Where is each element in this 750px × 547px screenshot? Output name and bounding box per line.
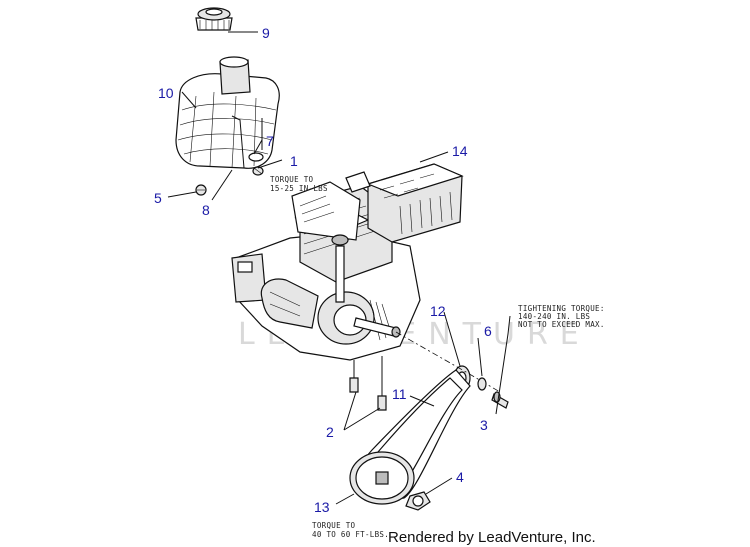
driven-pulley-part[interactable] — [349, 451, 415, 505]
callout-12[interactable]: 12 — [430, 303, 446, 319]
callout-7[interactable]: 7 — [266, 133, 274, 149]
bracket-parts[interactable] — [248, 152, 264, 176]
callout-1[interactable]: 1 — [290, 153, 298, 169]
callout-8[interactable]: 8 — [202, 202, 210, 218]
callout-6[interactable]: 6 — [484, 323, 492, 339]
callout-10[interactable]: 10 — [158, 85, 174, 101]
callout-3[interactable]: 3 — [480, 417, 488, 433]
torque-note-tank-line1: TORQUE TO — [270, 175, 314, 184]
fuel-tank-part[interactable] — [175, 56, 280, 169]
callout-13[interactable]: 13 — [314, 499, 330, 515]
screw-5-part[interactable] — [195, 184, 207, 196]
credit-text: Rendered by LeadVenture, Inc. — [388, 529, 596, 546]
callout-5[interactable]: 5 — [154, 190, 162, 206]
callout-14[interactable]: 14 — [452, 143, 468, 159]
torque-note-pulley-line2: 40 TO 60 FT-LBS. — [312, 530, 389, 539]
callout-2[interactable]: 2 — [326, 424, 334, 440]
fuel-cap-part[interactable] — [195, 7, 233, 31]
callout-9[interactable]: 9 — [262, 25, 270, 41]
torque-note-tank-line2: 15-25 IN-LBS — [270, 184, 328, 193]
torque-note-pulley-line1: TORQUE TO — [312, 521, 356, 530]
callout-11[interactable]: 11 — [392, 386, 407, 402]
leader-lines — [167, 31, 511, 505]
nut-4-part[interactable] — [405, 491, 431, 511]
muffler-part[interactable] — [345, 163, 464, 243]
callout-4[interactable]: 4 — [456, 469, 464, 485]
tightening-note-line3: NOT TO EXCEED MAX. — [518, 320, 605, 329]
tightening-note-line2: 140-240 IN. LBS — [518, 312, 590, 321]
engine-assembly[interactable] — [231, 181, 421, 411]
bolt-3-part[interactable] — [491, 391, 509, 409]
spacer-6-part[interactable] — [477, 377, 487, 391]
tightening-note-line1: TIGHTENING TORQUE: — [518, 304, 605, 313]
